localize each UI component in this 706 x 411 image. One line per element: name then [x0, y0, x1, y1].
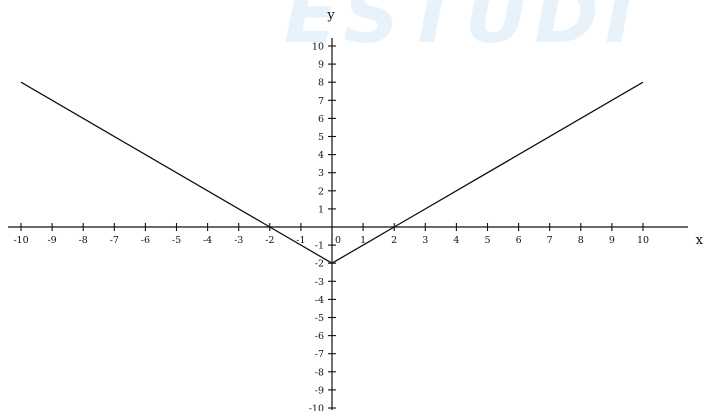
x-tick-label: -3 [234, 235, 243, 246]
x-tick-label: 6 [516, 235, 522, 246]
x-tick-label: -7 [110, 235, 119, 246]
y-tick-label: -4 [315, 295, 324, 306]
x-tick-label: -10 [13, 235, 28, 246]
y-tick-label: 5 [318, 132, 324, 143]
y-tick-label: -6 [315, 331, 324, 342]
y-tick-label: 7 [318, 96, 324, 107]
y-tick-label: 6 [318, 114, 324, 125]
x-tick-label: -5 [172, 235, 181, 246]
x-tick-label: 3 [422, 235, 428, 246]
x-tick-label: -2 [265, 235, 274, 246]
x-tick-label: 5 [484, 235, 490, 246]
x-tick-label: -4 [203, 235, 212, 246]
x-tick-label: 0 [335, 235, 341, 246]
y-tick-label: 9 [318, 60, 324, 71]
x-tick-label: -1 [296, 235, 305, 246]
y-tick-label: 10 [312, 42, 324, 53]
x-tick-label: -6 [141, 235, 150, 246]
y-tick-label: -8 [315, 367, 324, 378]
y-tick-label: -5 [315, 313, 324, 324]
y-tick-label: 2 [318, 186, 324, 197]
y-tick-label: -7 [315, 349, 324, 360]
x-tick-label: 8 [578, 235, 584, 246]
y-tick-label: -3 [315, 277, 324, 288]
y-tick-label: 1 [318, 204, 324, 215]
axes [8, 38, 688, 410]
x-tick-label: -9 [47, 235, 56, 246]
x-tick-label: -8 [79, 235, 88, 246]
x-tick-label: 4 [453, 235, 459, 246]
y-tick-label: -9 [315, 385, 324, 396]
x-tick-label: 9 [609, 235, 615, 246]
y-tick-label: -1 [315, 241, 324, 252]
watermark-logo: ESTUDI [284, 0, 640, 61]
x-axis-label: x [696, 233, 704, 248]
x-tick-label: 7 [547, 235, 553, 246]
y-axis-label: y [326, 8, 335, 23]
y-tick-label: -10 [309, 404, 324, 411]
x-tick-label: 10 [637, 235, 649, 246]
y-tick-label: -2 [315, 259, 324, 270]
x-tick-label: 2 [391, 235, 397, 246]
y-tick-label: 8 [318, 78, 324, 89]
y-tick-label: 4 [318, 150, 324, 161]
x-tick-label: 1 [360, 235, 366, 246]
y-tick-label: 3 [318, 168, 324, 179]
